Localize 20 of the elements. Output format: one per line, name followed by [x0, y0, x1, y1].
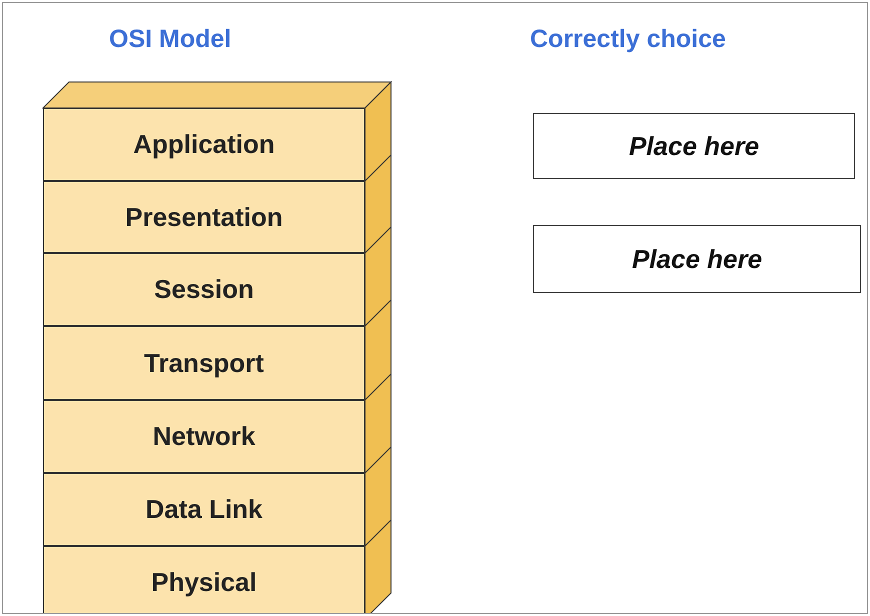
osi-layer: [43, 181, 365, 253]
layer-name: Transport: [144, 348, 264, 378]
layer-name: Session: [154, 274, 254, 305]
answer-box: [533, 225, 861, 293]
placeholder-text: Place here: [632, 244, 762, 274]
layer-name: Network: [152, 421, 256, 452]
osi-layer: [43, 108, 365, 181]
placeholder-text: Place here: [628, 130, 760, 162]
osi-layer: [43, 400, 365, 473]
osi-layer: [43, 253, 365, 326]
layer-name: Presentation: [125, 202, 283, 232]
answer-box: [533, 113, 855, 179]
layer-name: Data Link: [145, 494, 263, 525]
osi-layer: [43, 473, 365, 546]
heading: OSI Model: [109, 25, 232, 54]
layer-name: Application: [133, 129, 275, 160]
heading: Correctly choice: [530, 25, 726, 54]
osi-layer: [43, 546, 365, 613]
layer-name: Physical: [151, 567, 257, 598]
osi-layer: [43, 326, 365, 400]
